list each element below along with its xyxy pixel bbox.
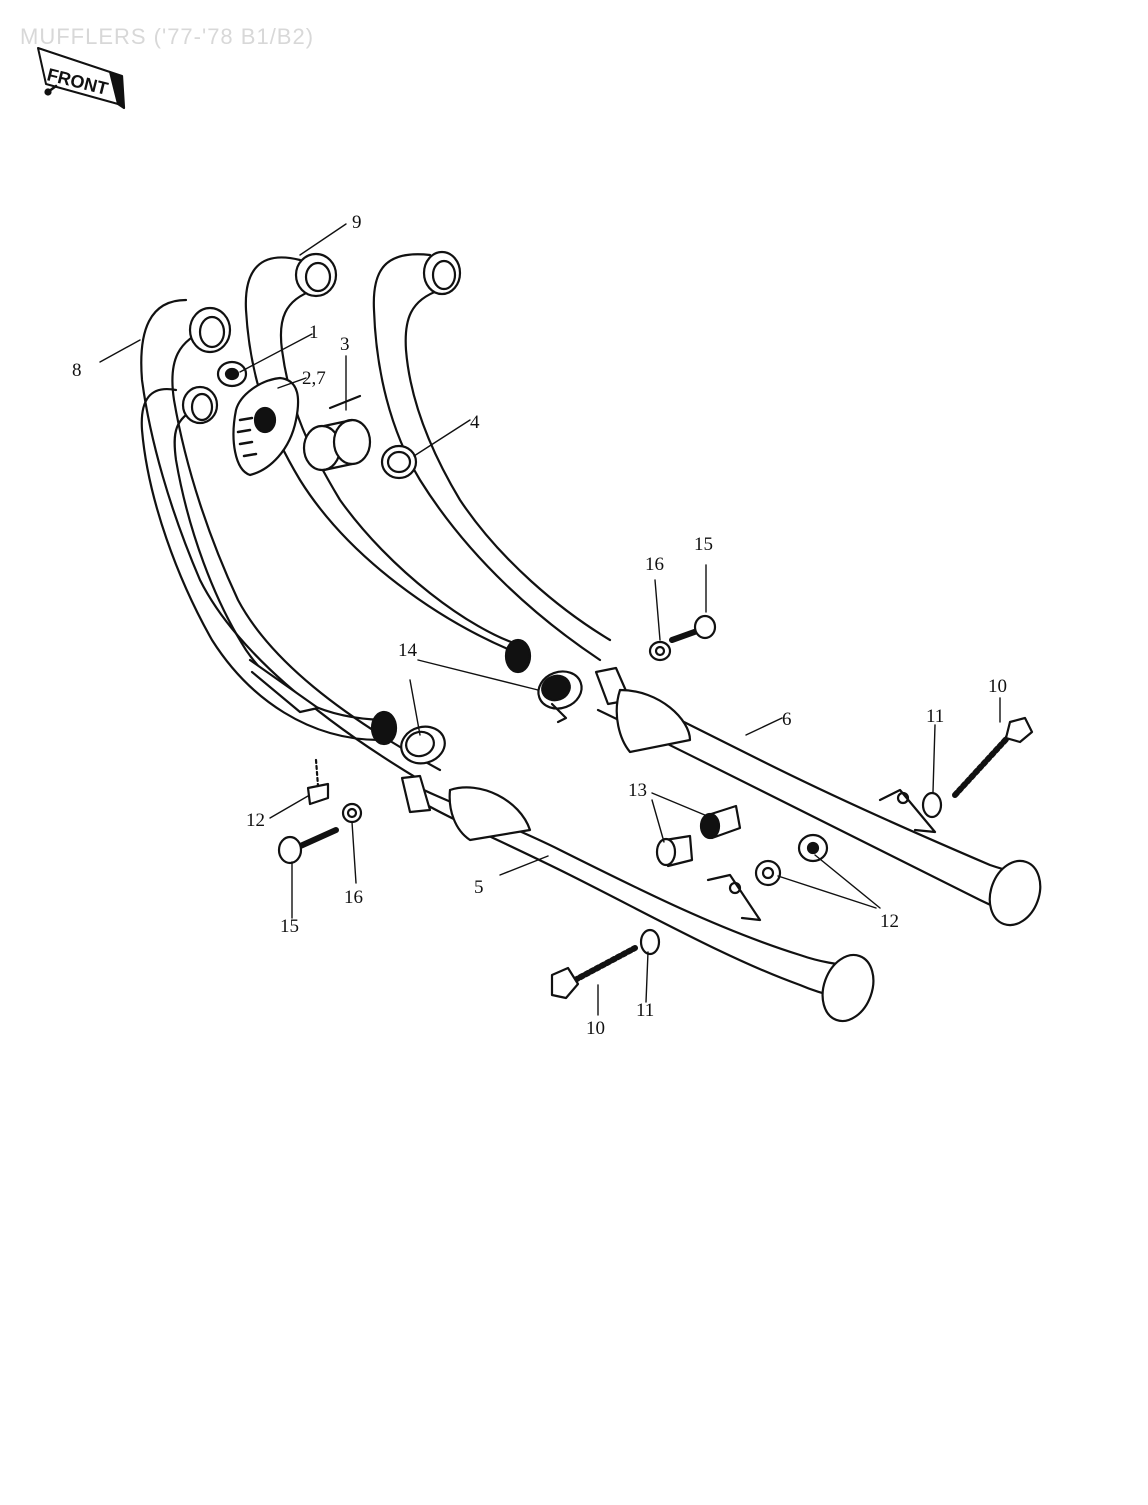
callout-17: 12	[246, 810, 265, 831]
callout-6: 6	[782, 709, 792, 730]
callout-10-front: 10	[586, 1018, 605, 1039]
washer-11-front	[639, 928, 661, 956]
front-direction-badge: FRONT	[37, 47, 126, 110]
bolt-15-front	[277, 827, 339, 865]
callout-12: 12	[880, 911, 899, 932]
callout-9: 9	[352, 212, 362, 233]
gasket-1	[216, 360, 248, 388]
exhaust-pipe-left-inner	[140, 385, 398, 746]
bolt-10-front	[550, 945, 638, 1000]
callout-16-front: 16	[344, 887, 363, 908]
diagram-title: MUFFLERS ('77-'78 B1/B2)	[20, 24, 315, 49]
callout-5: 5	[474, 877, 484, 898]
callout-11-front: 11	[636, 1000, 654, 1021]
gasket-4	[380, 444, 418, 480]
bolt-10-rear	[952, 716, 1034, 798]
washer-16-front	[341, 802, 363, 824]
washer-11-rear	[921, 791, 943, 819]
nut-12	[754, 833, 829, 887]
callout-8: 8	[72, 360, 82, 381]
clamp-14-rear	[537, 670, 583, 724]
callout-3: 3	[340, 334, 350, 355]
callout-14: 14	[398, 640, 418, 661]
callout-11-rear: 11	[926, 706, 944, 727]
leader-lines	[99, 223, 1001, 1016]
bushing-13	[655, 804, 742, 868]
exhaust-pipe-8	[140, 298, 442, 782]
nut-17	[306, 758, 330, 806]
muffler-6	[594, 666, 1042, 927]
callout-13: 13	[628, 780, 647, 801]
bolt-15-rear	[669, 614, 717, 643]
callout-10-rear: 10	[988, 676, 1007, 697]
muffler-5	[400, 774, 875, 1023]
callout-numbers: 9 8 1 2,7 3 4 14 16 15 6 10 11 13 12 5 1…	[72, 212, 1007, 1039]
callout-15-rear: 15	[694, 534, 713, 555]
clamp-14-front	[400, 725, 446, 765]
holder-flange-2-7	[232, 376, 300, 477]
callout-4: 4	[470, 412, 480, 433]
callout-2-7: 2,7	[302, 368, 326, 389]
callout-16-rear: 16	[645, 554, 664, 575]
callout-1: 1	[309, 322, 319, 343]
callout-15-front: 15	[280, 916, 299, 937]
washer-16-rear	[648, 640, 672, 662]
split-keeper-3	[302, 394, 372, 472]
exhaust-pipe-rear-right	[372, 250, 612, 662]
